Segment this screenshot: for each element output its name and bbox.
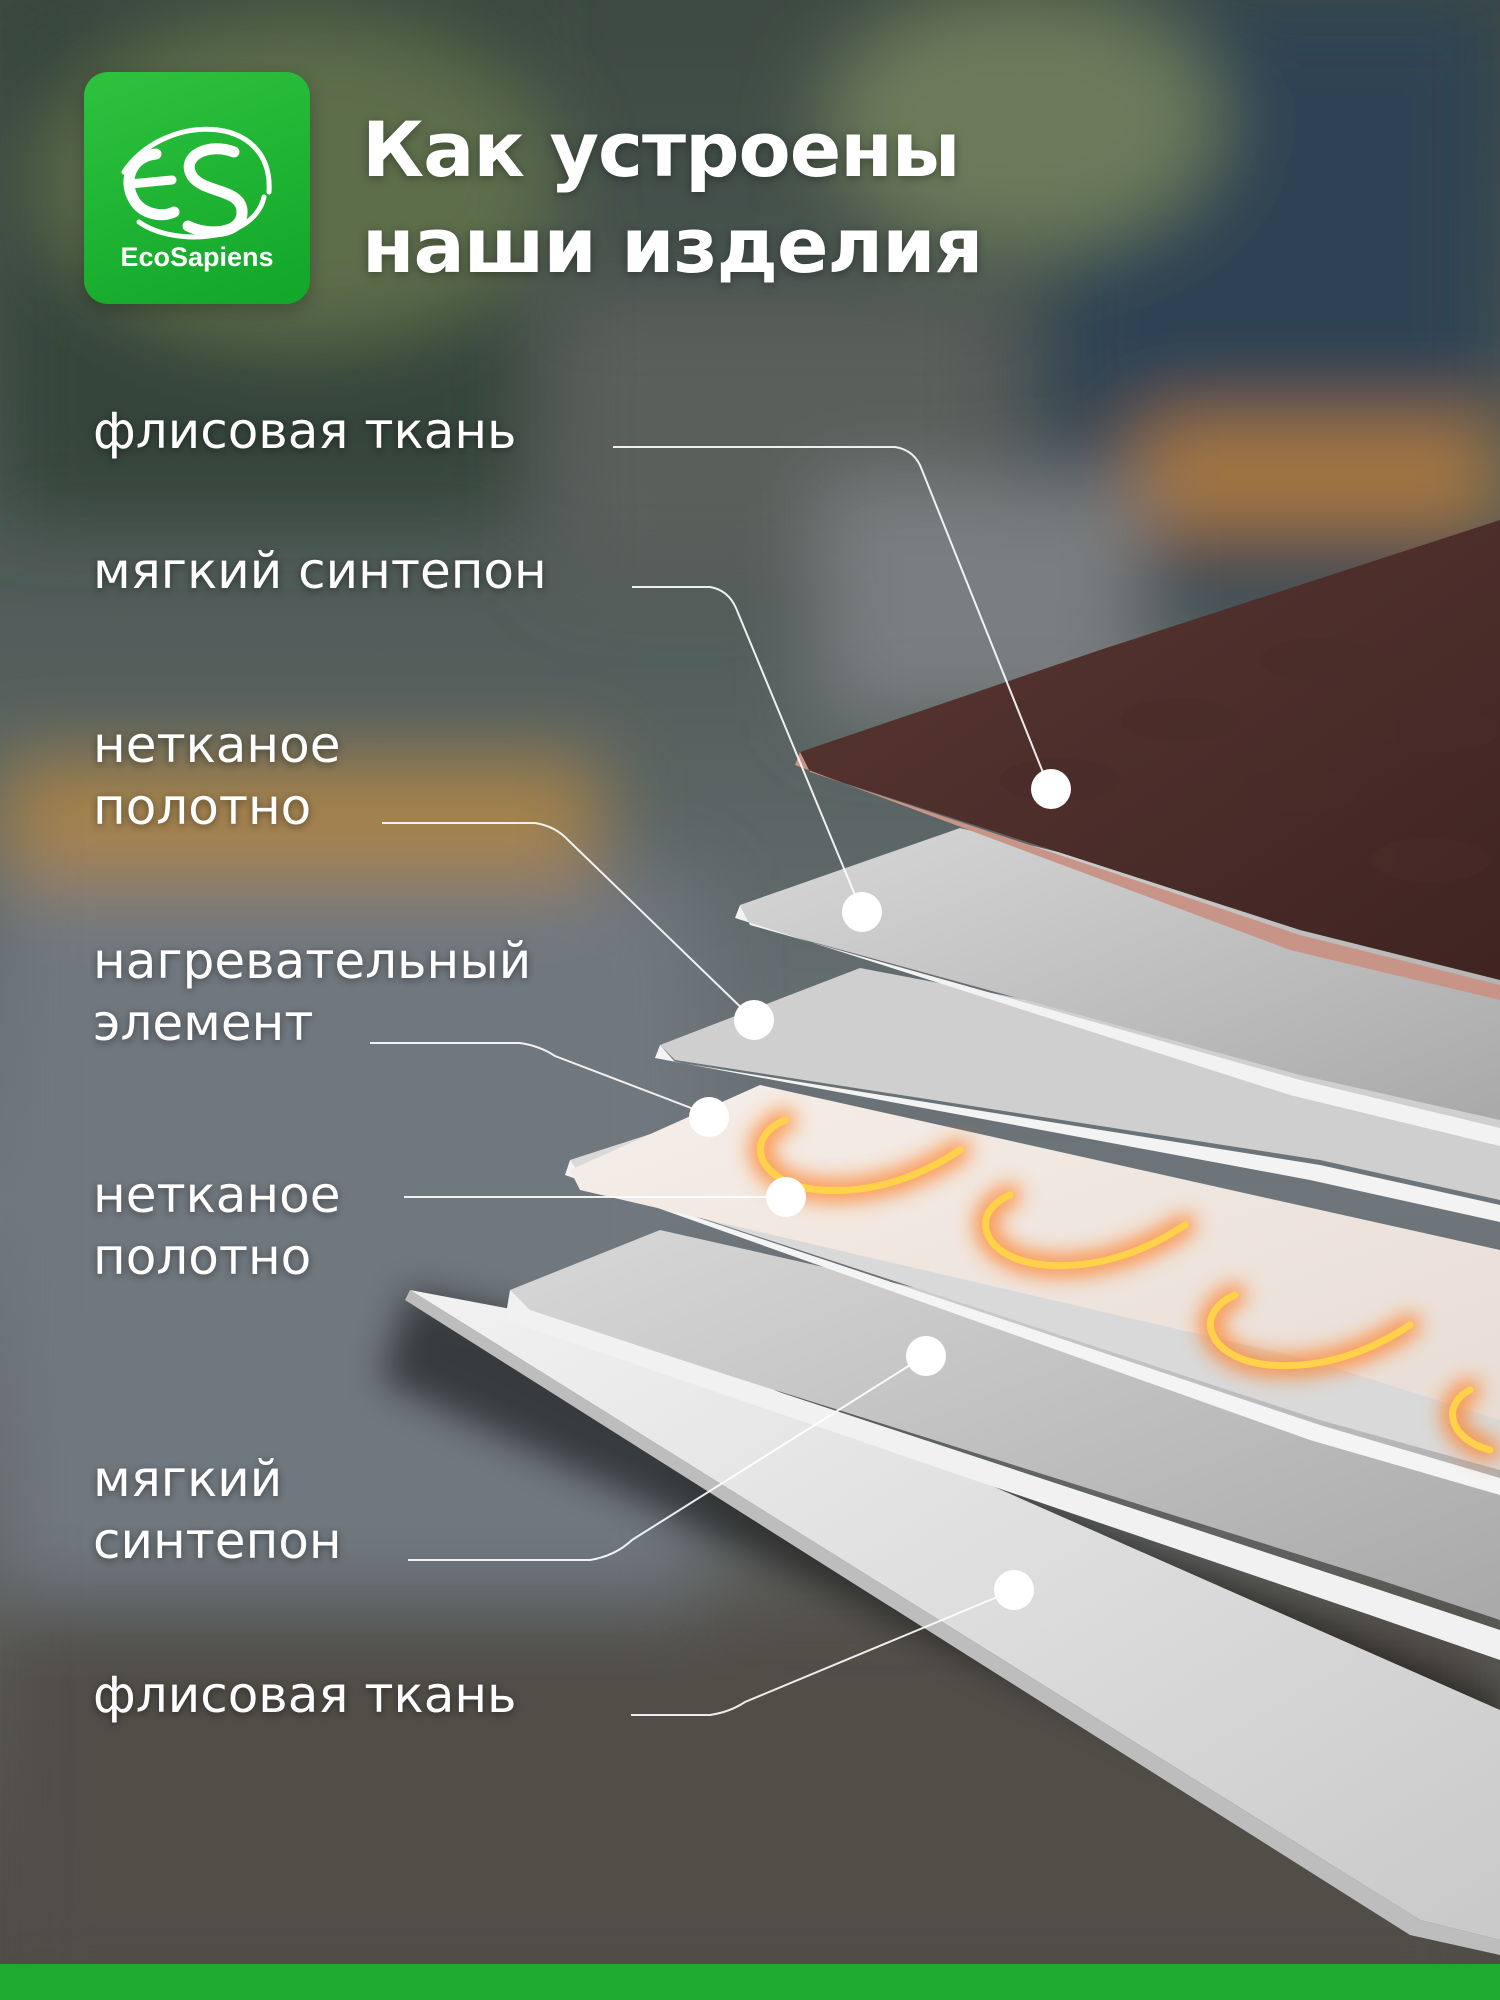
title-line-1: Как устроены xyxy=(362,105,960,194)
layer-label-nonwoven-bottom: нетканое полотно xyxy=(93,1166,341,1286)
brand-logo: EcoSapiens xyxy=(84,72,310,304)
bottom-accent-bar xyxy=(0,1964,1500,2000)
layer-label-nonwoven-top: нетканое полотно xyxy=(93,716,341,836)
title-line-2: наши изделия xyxy=(362,201,983,290)
layer-label-syntepon-top: мягкий синтепон xyxy=(93,542,547,600)
layer-label-fleece-bottom: флисовая ткань xyxy=(93,1666,517,1724)
page-title: Как устроены наши изделия xyxy=(362,102,1362,294)
es-logo-icon xyxy=(121,126,272,240)
layer-label-fleece-top: флисовая ткань xyxy=(93,402,517,460)
brand-name: EcoSapiens xyxy=(120,242,274,272)
layer-label-syntepon-bottom: мягкий синтепон xyxy=(93,1450,342,1570)
layer-label-heating-element: нагревательный элемент xyxy=(93,932,532,1052)
